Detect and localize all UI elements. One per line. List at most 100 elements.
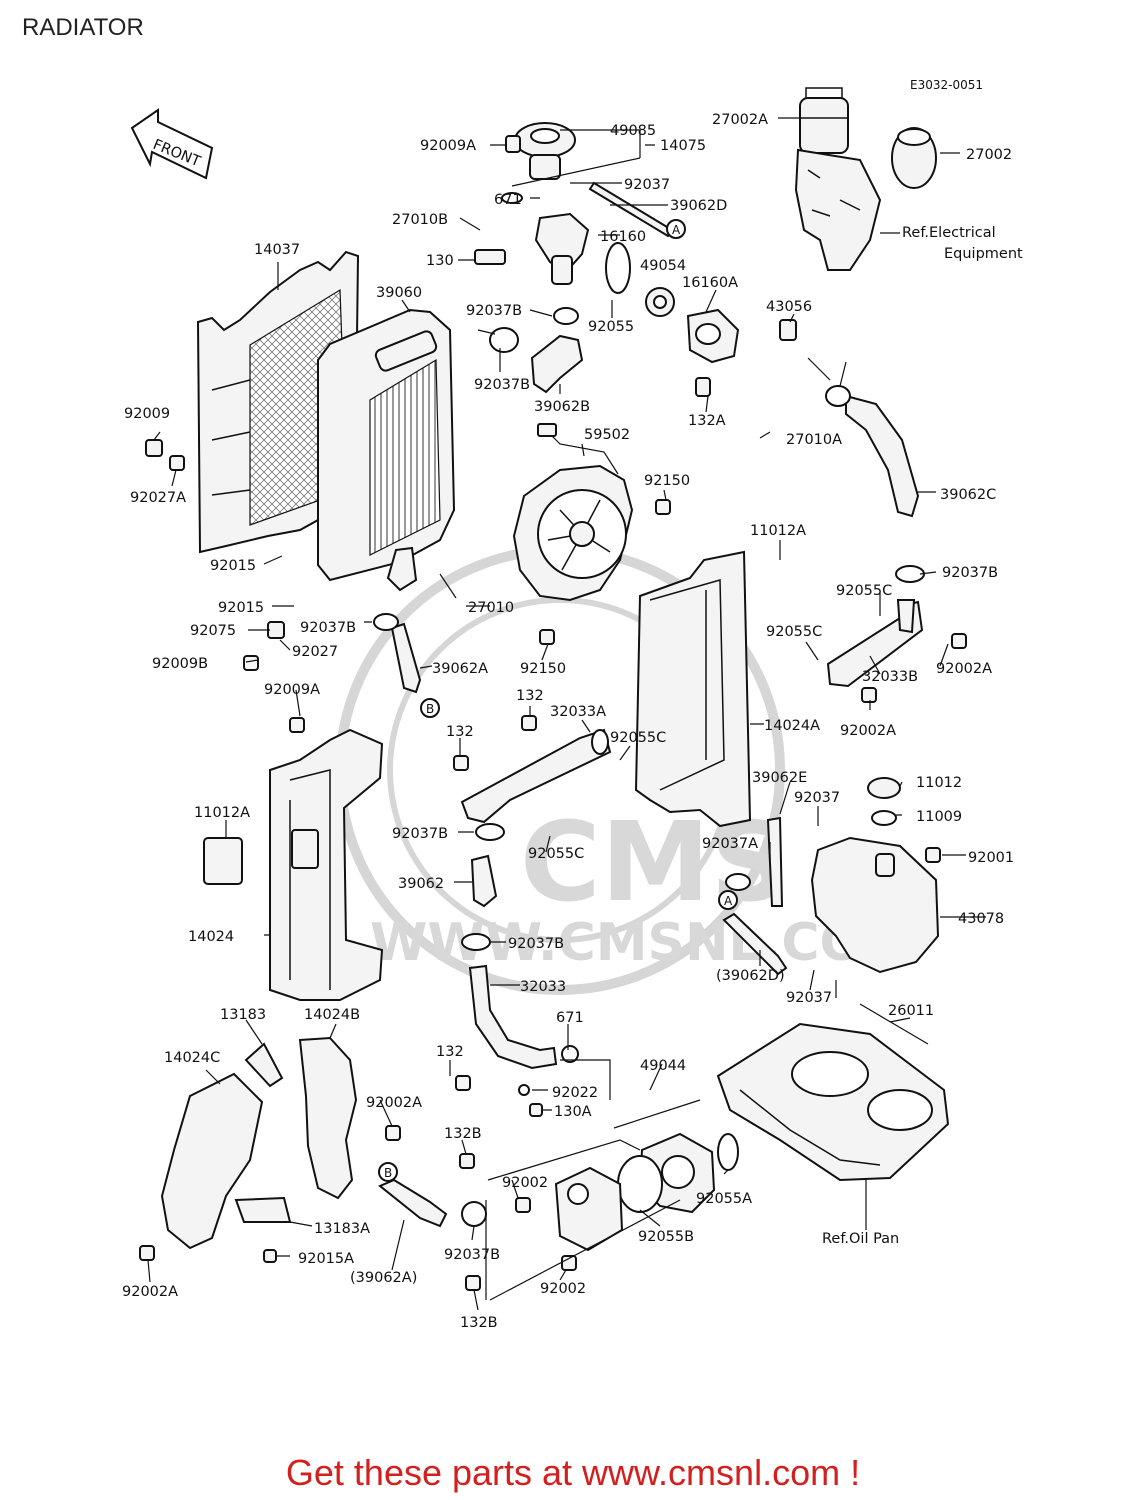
part-label: 49085 [610, 123, 656, 139]
water-pump [554, 1132, 739, 1252]
callout-a-top: A [672, 223, 681, 237]
part-label: 92015A [298, 1251, 354, 1267]
front-arrow: FRONT [130, 108, 214, 180]
part-label: 92009A [264, 682, 320, 698]
leader-lines [147, 117, 986, 1311]
part-label: 43078 [958, 911, 1004, 927]
part-label: 39062C [940, 487, 996, 503]
part-label: 92022 [552, 1085, 598, 1101]
part-label: 92037B [508, 936, 564, 952]
part-label: 27010B [392, 212, 448, 228]
part-label: 39062E [752, 770, 807, 786]
part-label: 13183A [314, 1221, 370, 1237]
part-label: 59502 [584, 427, 630, 443]
part-label: 11012A [194, 805, 250, 821]
part-label: 92002A [936, 661, 992, 677]
drawing-code: E3032-0051 [910, 78, 983, 92]
part-label: 14024B [304, 1007, 360, 1023]
callout-b-bottom: B [384, 1166, 392, 1180]
part-label: 92055B [638, 1229, 694, 1245]
part-label: 92002A [366, 1095, 422, 1111]
part-label: 49044 [640, 1058, 686, 1074]
side-cover-left [203, 728, 384, 1001]
part-label: 27002 [966, 147, 1012, 163]
callout-markers: A A B B [378, 219, 738, 1182]
part-label: 92015 [210, 558, 256, 574]
part-label: 92150 [520, 661, 566, 677]
callout-a-bottom: A [724, 894, 733, 908]
part-label: 671 [556, 1010, 584, 1026]
part-label: 26011 [888, 1003, 934, 1019]
side-cover-right [634, 550, 752, 828]
part-label: 39062 [398, 876, 444, 892]
part-label: 92001 [968, 850, 1014, 866]
bolts [139, 135, 967, 1291]
part-label: 16160 [600, 229, 646, 245]
water-pipe-32033A [460, 728, 612, 824]
part-label: 92055C [528, 846, 584, 862]
part-label: 92037B [392, 826, 448, 842]
part-label: 14024 [188, 929, 234, 945]
part-label: 92037B [444, 1247, 500, 1263]
part-label: 49054 [640, 258, 686, 274]
radiator-core [317, 308, 456, 592]
part-label: 92015 [218, 600, 264, 616]
part-label: 92002 [502, 1175, 548, 1191]
part-label: 43056 [766, 299, 812, 315]
callout-b-top: B [426, 702, 434, 716]
reservoir-tank [810, 777, 940, 974]
part-label: 32033 [520, 979, 566, 995]
part-label: (39062D) [716, 968, 785, 984]
part-label: 32033A [550, 704, 606, 720]
filler-neck-assembly [474, 122, 675, 317]
part-label: 671 [494, 192, 522, 208]
part-label: Ref.Oil Pan [822, 1231, 899, 1247]
part-label: 16160A [682, 275, 738, 291]
part-label: 39062B [534, 399, 590, 415]
part-label: 92037B [300, 620, 356, 636]
part-label: 92055C [610, 730, 666, 746]
lower-guards [160, 1036, 358, 1250]
part-label: 92009A [420, 138, 476, 154]
part-label: 14024A [764, 718, 820, 734]
part-label: 92002 [540, 1281, 586, 1297]
thermostat-housing [686, 308, 797, 397]
part-label: 39062D [670, 198, 727, 214]
water-pipe-32033B [826, 599, 924, 688]
part-label: 32033B [862, 669, 918, 685]
part-label: 92037 [624, 177, 670, 193]
part-label: 92002A [122, 1284, 178, 1300]
part-label: 92009B [152, 656, 208, 672]
part-label: 92150 [644, 473, 690, 489]
part-label: 92055 [588, 319, 634, 335]
callout-circle-a-bottom [718, 890, 738, 910]
oil-pan [716, 1022, 950, 1182]
part-label: 130 [426, 253, 454, 269]
part-label: 14037 [254, 242, 300, 258]
callout-circle-a-top [666, 219, 686, 239]
callout-circle-b-bottom [378, 1162, 398, 1182]
part-label: 92075 [190, 623, 236, 639]
part-label: 27002A [712, 112, 768, 128]
clamps [373, 307, 925, 1227]
callout-circle-b-top [420, 698, 440, 718]
part-label: 39060 [376, 285, 422, 301]
cooling-fan [512, 423, 634, 602]
footer-promo-link[interactable]: Get these parts at www.cmsnl.com ! [285, 1452, 861, 1493]
part-label: 92002A [840, 723, 896, 739]
part-label: 92055C [766, 624, 822, 640]
part-label: 14075 [660, 138, 706, 154]
part-label: 132 [516, 688, 544, 704]
hoses [378, 334, 920, 1228]
watermark: CMS WWW.CMSNL.COM [335, 545, 915, 995]
part-label: (39062A) [350, 1270, 417, 1286]
part-label: 92027A [130, 490, 186, 506]
part-label: 132B [460, 1315, 498, 1331]
part-label: 92037B [942, 565, 998, 581]
part-labels: 27002A 27002 Ref.Electrical Equipment 92… [122, 112, 1023, 1331]
part-label: 92037B [474, 377, 530, 393]
part-label: 13183 [220, 1007, 266, 1023]
part-label: 92037 [794, 790, 840, 806]
page-title: RADIATOR [22, 14, 144, 41]
